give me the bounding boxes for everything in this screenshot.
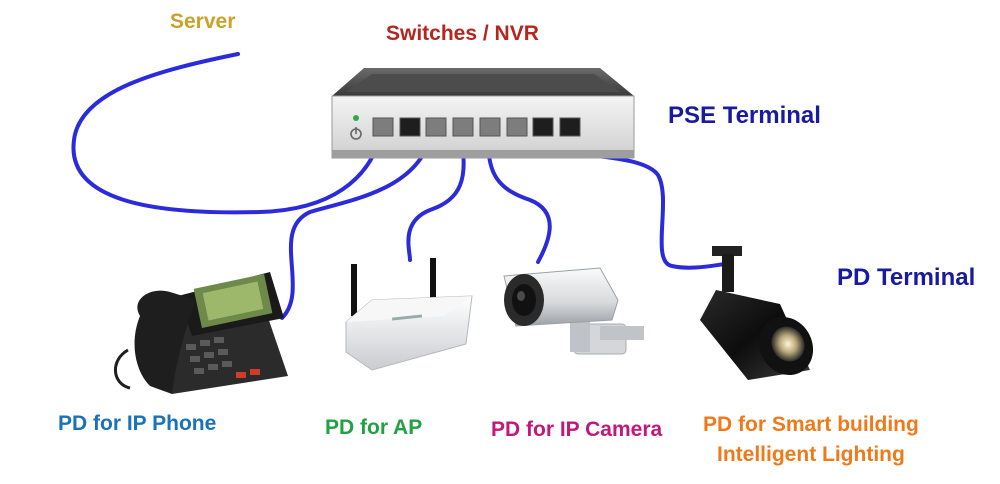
network-switch-icon <box>331 68 635 159</box>
pd-ap-label: PD for AP <box>325 416 423 439</box>
switch-ports <box>372 117 581 137</box>
ip-phone-icon <box>114 272 288 394</box>
cable-switch-camera <box>486 130 552 264</box>
wireless-ap-icon <box>345 258 473 371</box>
switches-nvr-label: Switches / NVR <box>386 22 539 45</box>
pd-ip-camera-label: PD for IP Camera <box>491 418 663 441</box>
cable-switch-phone <box>280 130 434 320</box>
cable-switch-ap <box>406 130 466 262</box>
pse-terminal-label: PSE Terminal <box>668 102 821 129</box>
pd-lighting-label-line2: Intelligent Lighting <box>717 443 905 466</box>
server-label: Server <box>170 10 236 33</box>
pd-lighting-label: PD for Smart building Intelligent Lighti… <box>703 410 919 470</box>
pd-lighting-label-line1: PD for Smart building <box>703 413 919 436</box>
pd-ip-phone-label: PD for IP Phone <box>58 412 217 435</box>
cable-server-switch <box>71 52 384 215</box>
spotlight-icon <box>700 246 814 380</box>
pd-terminal-label: PD Terminal <box>837 264 976 291</box>
ip-camera-icon <box>503 267 644 355</box>
